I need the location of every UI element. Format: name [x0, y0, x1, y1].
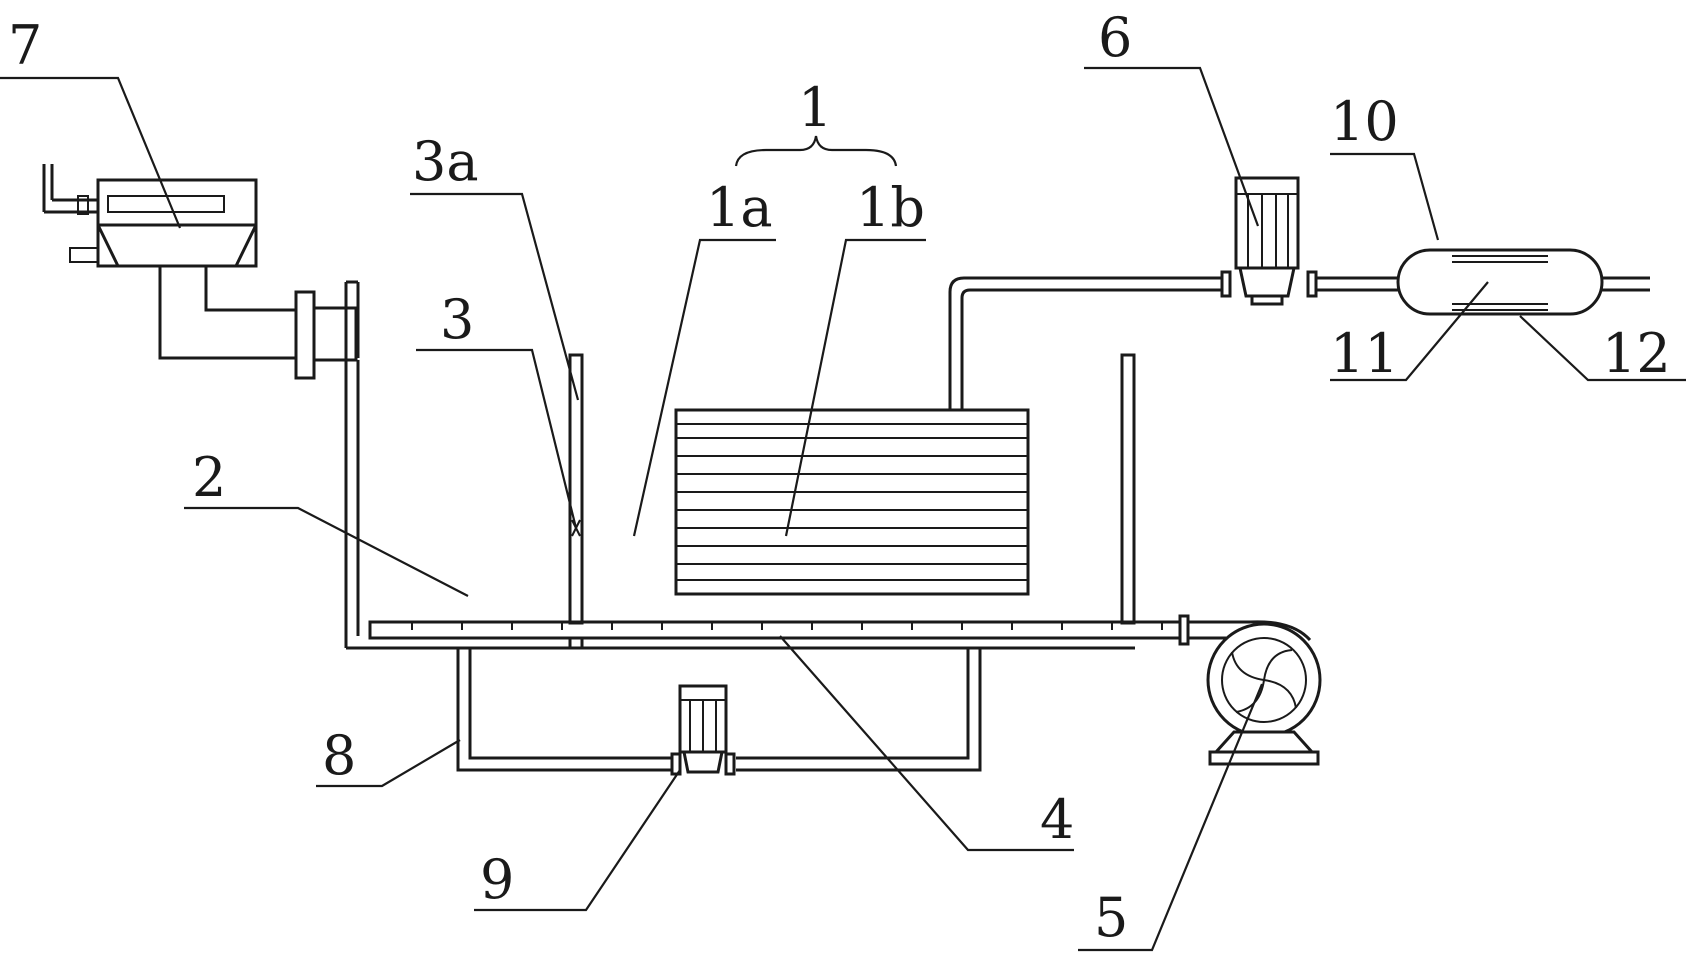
blower-5: [1206, 622, 1322, 766]
tank-walls: [568, 353, 1136, 625]
label-1b: 1b: [856, 176, 925, 239]
label-1: 1: [798, 76, 832, 139]
feeder-hopper-7: [42, 164, 358, 380]
label-3: 3: [440, 288, 474, 351]
label-2: 2: [192, 446, 226, 509]
label-6: 6: [1098, 6, 1132, 69]
label-9: 9: [480, 848, 514, 911]
separator-10: [1396, 248, 1604, 316]
label-5: 5: [1094, 886, 1128, 949]
coil-bank-1b: [674, 408, 1030, 596]
label-7: 7: [8, 14, 42, 77]
label-4: 4: [1040, 788, 1074, 851]
label-12: 12: [1602, 322, 1671, 385]
label-3a: 3a: [412, 130, 479, 193]
label-8: 8: [322, 724, 356, 787]
label-10: 10: [1330, 90, 1399, 153]
distributor-plate-4: [368, 620, 1190, 648]
label-1a: 1a: [706, 176, 773, 239]
recirculation-loop-8: [456, 648, 982, 772]
leader-lines: [0, 66, 1686, 952]
air-duct: [1178, 614, 1312, 646]
pump-9: [670, 684, 736, 776]
feed-duct: [344, 280, 1135, 650]
pump-6: [1234, 176, 1300, 306]
label-11: 11: [1330, 322, 1399, 385]
callout-labels: 7 3a 1 1a 1b 6 10 3 2 11 12 8 9 4 5: [8, 6, 1671, 949]
